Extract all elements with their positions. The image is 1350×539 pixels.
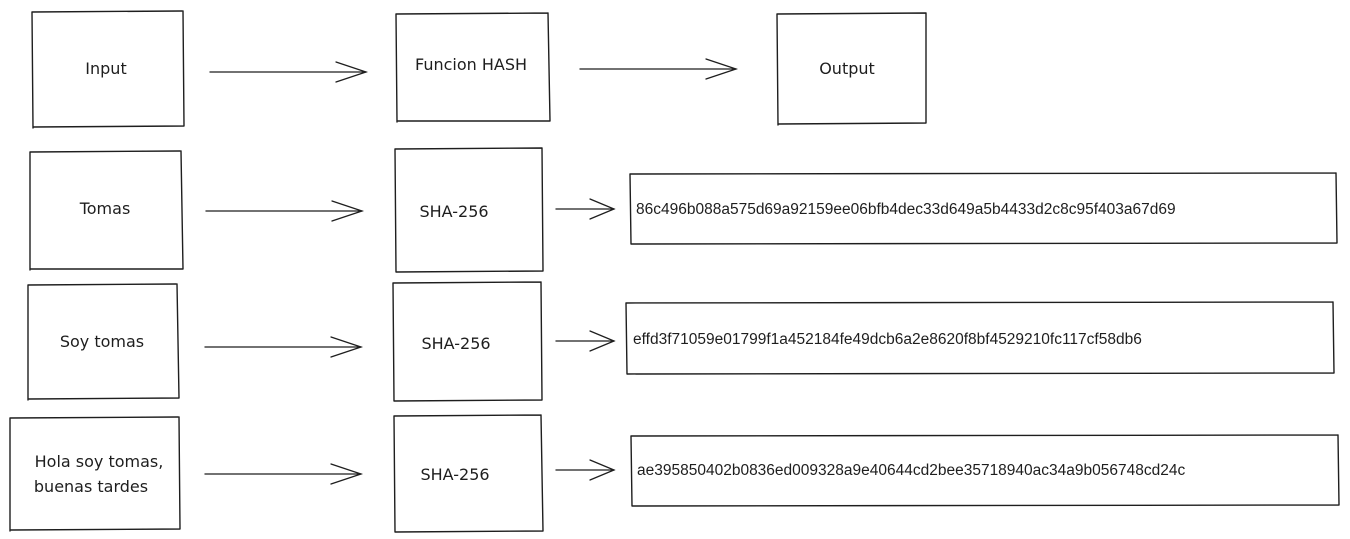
arrow-row-2-b <box>555 330 616 352</box>
input-text-3-line-2: buenas tardes <box>34 477 148 496</box>
input-text-2-line-1: Soy tomas <box>60 332 144 351</box>
hash-row-2: Soy tomas SHA-256 effd3f71059e01799f1a45… <box>27 281 1335 402</box>
input-box-1 <box>29 150 184 271</box>
input-text-1-line-1: Tomas <box>79 199 131 218</box>
arrow-row-3-b <box>555 459 616 481</box>
algorithm-box-2 <box>392 281 543 402</box>
function-header-label: Funcion HASH <box>415 55 527 74</box>
input-box-3 <box>9 416 181 532</box>
arrow-row-3-a <box>204 463 364 485</box>
algorithm-label-2: SHA-256 <box>421 334 490 353</box>
input-box-2 <box>27 283 180 401</box>
header-row: Input Funcion HASH Output <box>31 10 927 129</box>
hash-row-3: Hola soy tomas, buenas tardes SHA-256 ae… <box>9 414 1340 533</box>
function-header-box <box>395 12 551 123</box>
arrow-row-1-a <box>205 200 365 222</box>
hash-output-text-3: ae395850402b0836ed009328a9e40644cd2bee35… <box>637 462 1185 479</box>
arrow-row-1-b <box>555 198 616 220</box>
hash-output-text-2: effd3f71059e01799f1a452184fe49dcb6a2e862… <box>633 331 1142 348</box>
algorithm-box-1 <box>394 147 544 273</box>
arrow-row-2-a <box>204 336 364 358</box>
arrow-header-2 <box>579 58 739 80</box>
input-header-label: Input <box>85 59 126 78</box>
algorithm-label-1: SHA-256 <box>419 202 488 221</box>
output-header-box <box>776 12 927 126</box>
input-text-3-line-1: Hola soy tomas, <box>35 452 164 471</box>
arrow-header-1 <box>209 61 369 83</box>
hash-output-box-3 <box>630 434 1340 507</box>
hash-row-1: Tomas SHA-256 86c496b088a575d69a92159ee0… <box>29 147 1338 273</box>
input-header-box <box>31 10 185 129</box>
algorithm-label-3: SHA-256 <box>420 465 489 484</box>
algorithm-box-3 <box>393 414 544 533</box>
output-header-label: Output <box>819 59 875 78</box>
hash-output-text-1: 86c496b088a575d69a92159ee06bfb4dec33d649… <box>636 201 1176 218</box>
hash-output-box-2 <box>625 301 1335 375</box>
hash-output-box-1 <box>629 172 1338 245</box>
